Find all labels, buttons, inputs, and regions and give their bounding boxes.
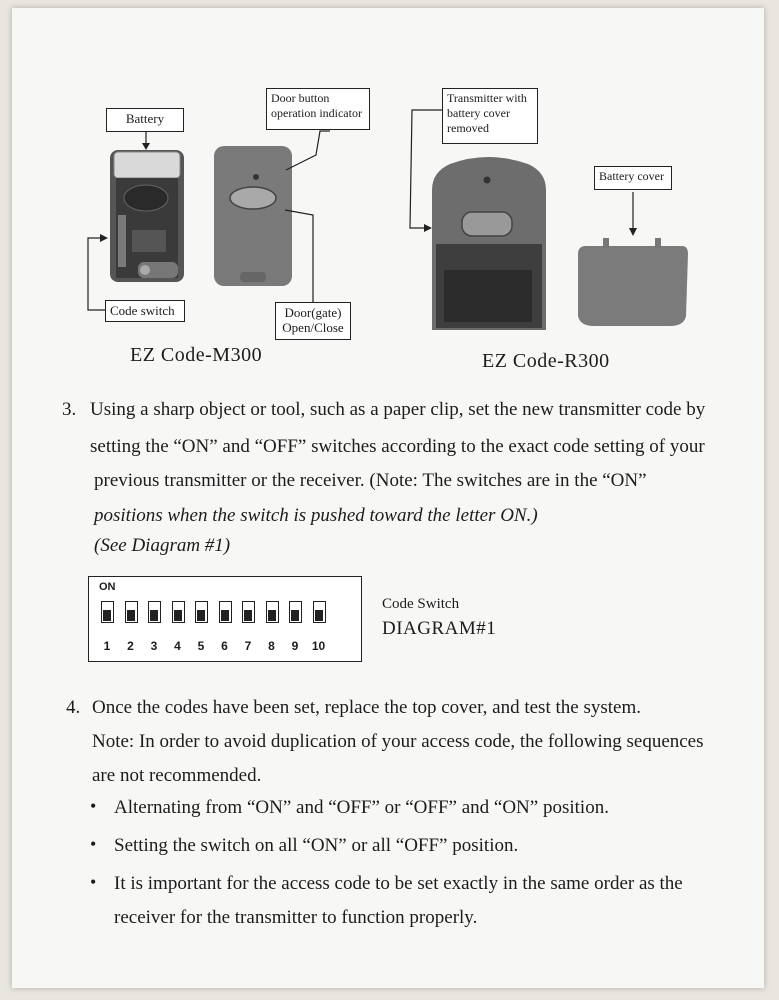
step3-number: 3. [62, 399, 77, 420]
door-gate-callout: Door(gate) Open/Close [275, 302, 351, 340]
dip-switch-knob [103, 610, 111, 621]
bullet-marker: • [90, 872, 97, 892]
device-illustrations [87, 109, 688, 330]
leader-lines [87, 109, 634, 311]
battery-callout-text: Battery [125, 111, 165, 126]
code-switch-callout-text: Code switch [110, 303, 175, 318]
dip-switch-number: 1 [103, 639, 111, 653]
model-label-r300: EZ Code-R300 [482, 350, 610, 372]
dip-switch-number: 10 [311, 639, 326, 653]
dip-switch-10 [312, 601, 326, 623]
dip-switch-number: 4 [174, 639, 181, 653]
diagram-title: DIAGRAM#1 [382, 618, 497, 639]
m300-closed-remote [214, 146, 292, 286]
dip-switch-knob [173, 610, 182, 621]
transmitter-callout-line: battery cover [447, 106, 510, 120]
dip-switch-4 [171, 601, 185, 623]
transmitter-callout-line: Transmitter with [447, 91, 527, 105]
dip-switch-7 [242, 601, 255, 623]
dip-switch-knob [126, 610, 135, 621]
step4-bullet: Alternating from “ON” and “OFF” or “OFF”… [114, 797, 609, 818]
dip-switch-6 [218, 601, 232, 623]
dip-switch-knob [291, 610, 299, 621]
step4-line: Once the codes have been set, replace th… [92, 697, 641, 718]
dip-switch-number: 5 [197, 639, 205, 653]
door-gate-callout-line: Door(gate) [284, 305, 342, 320]
dip-switch-5 [195, 601, 208, 623]
step4-bullet-cont: receiver for the transmitter to function… [114, 907, 478, 928]
step4-line: are not recommended. [92, 765, 262, 786]
battery-cover-callout-text: Battery cover [599, 169, 664, 183]
step4-number: 4. [66, 697, 81, 718]
step3-line: positions when the switch is pushed towa… [94, 505, 538, 526]
dip-switch-number: 8 [268, 639, 275, 653]
bullet-marker: • [90, 834, 97, 854]
step3-line: setting the “ON” and “OFF” switches acco… [90, 436, 705, 457]
transmitter-callout-line: removed [447, 121, 489, 135]
dip-switch-1 [101, 601, 114, 623]
dip-switch-knob [220, 610, 229, 621]
dip-switch-number: 9 [291, 639, 299, 653]
door-button-callout-line: operation indicator [271, 106, 362, 120]
dip-on-label: ON [99, 581, 116, 593]
battery-cover-callout: Battery cover [594, 166, 672, 190]
dip-switch-8 [265, 601, 279, 623]
step3-line: previous transmitter or the receiver. (N… [94, 470, 647, 491]
dip-switch-3 [148, 601, 161, 623]
dip-switch-9 [289, 601, 302, 623]
dip-switch-knob [197, 610, 205, 621]
door-button-callout-line: Door button [271, 91, 330, 105]
dip-switch-number: 6 [221, 639, 228, 653]
m300-open-remote [110, 150, 184, 282]
battery-callout: Battery [106, 108, 184, 132]
step3-line: (See Diagram #1) [94, 535, 231, 556]
step4-bullet: It is important for the access code to b… [114, 873, 683, 894]
model-label-m300: EZ Code-M300 [130, 344, 263, 366]
dip-switch-knob [267, 610, 276, 621]
code-switch-callout: Code switch [105, 300, 185, 322]
dip-switch-knob [244, 610, 252, 621]
dip-switch-2 [124, 601, 138, 623]
dip-switch-number: 2 [127, 639, 134, 653]
step4-line: Note: In order to avoid duplication of y… [92, 731, 704, 752]
dip-switch-knob [150, 610, 158, 621]
door-gate-callout-line: Open/Close [282, 320, 344, 335]
door-button-callout: Door button operation indicator [266, 88, 370, 130]
dip-switch-number: 3 [150, 639, 158, 653]
step3-line: Using a sharp object or tool, such as a … [90, 399, 706, 420]
step4-bullet: Setting the switch on all “ON” or all “O… [114, 835, 519, 856]
transmitter-callout: Transmitter with battery cover removed [442, 88, 538, 144]
r300-remote [432, 157, 546, 330]
dip-switch-knob [314, 610, 323, 621]
dip-switch-number: 7 [244, 639, 252, 653]
battery-cover [578, 238, 688, 326]
dip-switch-diagram: ON 1 2 3 4 5 6 7 8 9 10 [88, 576, 362, 662]
bullet-marker: • [90, 796, 97, 816]
code-switch-caption: Code Switch [382, 596, 460, 612]
